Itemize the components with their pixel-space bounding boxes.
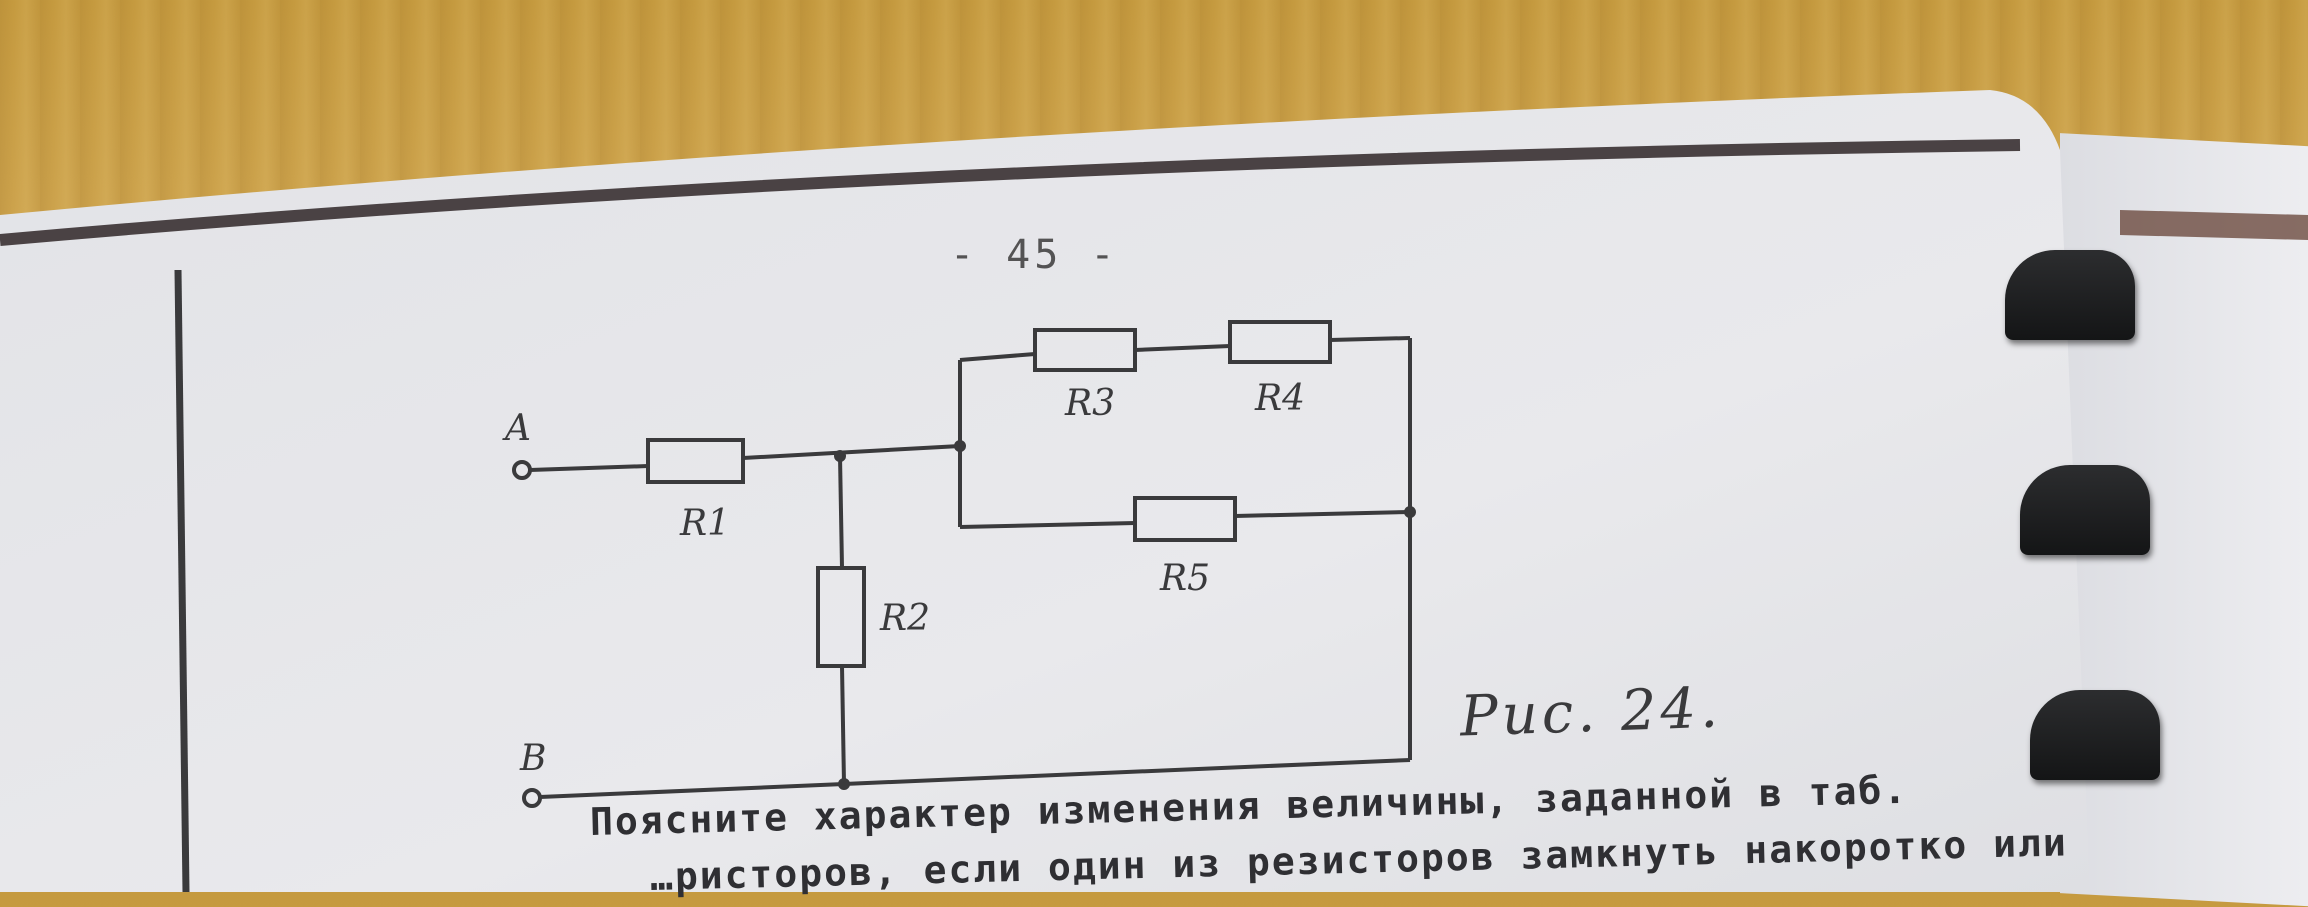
binder-ring-icon [2030, 690, 2160, 780]
terminal-a-node [512, 460, 532, 480]
figure-caption: Рис. 24. [1458, 675, 1723, 750]
page-left-margin-rule [174, 269, 190, 892]
paper-sheet [0, 90, 2090, 892]
terminal-b-node [522, 788, 542, 808]
resistor-r3-label: R3 [1064, 383, 1115, 424]
resistor-r1-label: R1 [679, 503, 730, 544]
terminal-a-label: A [502, 408, 531, 449]
resistor-r2-label: R2 [879, 598, 930, 639]
resistor-r5 [1133, 496, 1237, 542]
junction-node [954, 440, 966, 452]
resistor-r4 [1228, 320, 1332, 364]
resistor-r5-label: R5 [1159, 558, 1210, 599]
junction-node [1404, 506, 1416, 518]
resistor-r4-label: R4 [1254, 378, 1305, 419]
resistor-r2 [816, 566, 866, 668]
page-number: - 45 - [950, 232, 1119, 278]
binder-ring-icon [2020, 465, 2150, 555]
terminal-b-label: B [519, 738, 546, 779]
resistor-r1 [646, 438, 745, 484]
adjacent-page-border [2120, 210, 2308, 240]
page-top-border [0, 139, 2021, 246]
resistor-r3 [1033, 328, 1137, 372]
binder-ring-icon [2005, 250, 2135, 340]
